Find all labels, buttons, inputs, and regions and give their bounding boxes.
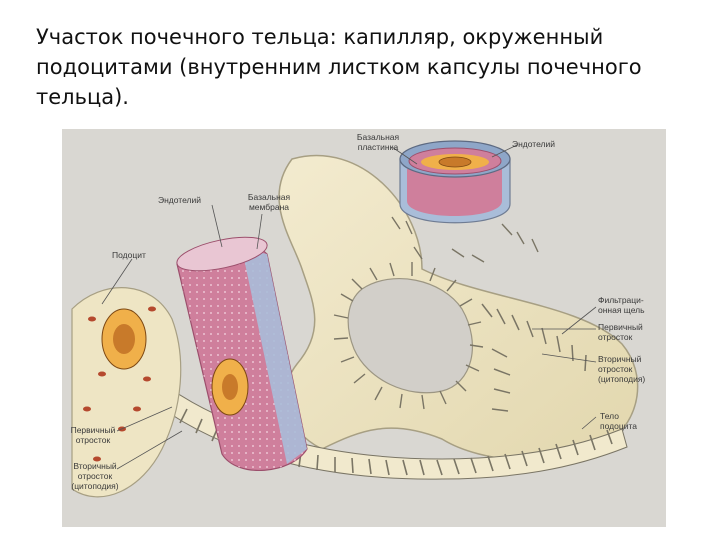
label-podocyte: Подоцит (112, 250, 146, 260)
illustration-drawing (71, 140, 639, 498)
label-primary-process-left: Первичный отросток (70, 425, 116, 445)
label-filtration-slit: Фильтраци- онная щель (598, 295, 645, 315)
label-endothelium-left: Эндотелий (158, 195, 202, 205)
label-endothelium-top: Эндотелий (512, 139, 556, 149)
top-capillary (399, 140, 511, 224)
label-secondary-process-left: Вторичный отросток (цитоподия) (71, 461, 119, 491)
processes-upper-ribs (391, 216, 539, 263)
leader-lines (101, 144, 597, 470)
label-podocyte-body: Тело подоцита (600, 411, 637, 431)
left-capillary (176, 236, 308, 472)
label-primary-process-right: Первичный отросток (598, 322, 643, 342)
kidney-corpuscle-illustration: Базальная пластинка Эндотелий Эндотелий … (62, 129, 666, 527)
label-basal-membrane: Базальная мембрана (247, 192, 291, 212)
slide-title: Участок почечного тельца: капилляр, окру… (36, 25, 642, 109)
label-basal-lamina-top: Базальная пластинка (356, 132, 400, 152)
processes-ring-ribs (333, 262, 484, 410)
label-secondary-process-right: Вторичный отросток (цитоподия) (598, 354, 646, 384)
urinary-space-shape (347, 278, 473, 394)
left-podocyte (71, 287, 182, 498)
